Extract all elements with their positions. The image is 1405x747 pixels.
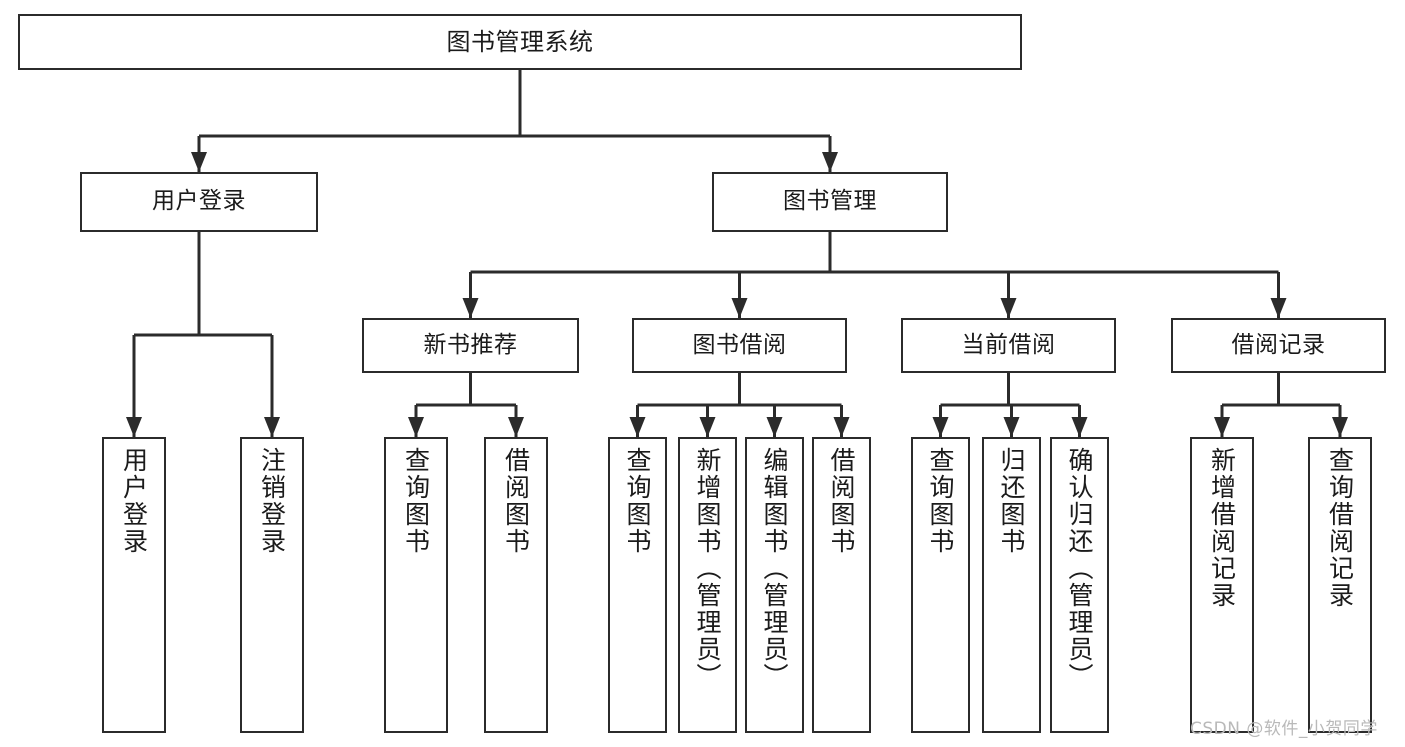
arrowhead-icon <box>508 417 524 437</box>
node-leaf-rec-borrow[interactable]: 借阅图书 <box>484 437 548 733</box>
arrowhead-icon <box>1003 417 1020 437</box>
arrowhead-icon <box>822 152 838 172</box>
node-label: 新增图书（管理员） <box>693 447 722 690</box>
node-borrow-record[interactable]: 借阅记录 <box>1171 318 1386 373</box>
node-leaf-brw-borrow[interactable]: 借阅图书 <box>812 437 871 733</box>
node-current-borrow[interactable]: 当前借阅 <box>901 318 1116 373</box>
arrowhead-icon <box>191 152 207 172</box>
node-book-manage[interactable]: 图书管理 <box>712 172 948 232</box>
node-label: 注销登录 <box>257 447 287 555</box>
node-label: 图书管理系统 <box>446 27 594 56</box>
arrowhead-icon <box>408 417 424 437</box>
node-leaf-rcd-query[interactable]: 查询借阅记录 <box>1308 437 1372 733</box>
arrowhead-icon <box>126 417 142 437</box>
node-label: 编辑图书（管理员） <box>760 447 789 690</box>
node-label: 新增借阅记录 <box>1207 447 1237 609</box>
node-leaf-rcd-add[interactable]: 新增借阅记录 <box>1190 437 1254 733</box>
arrowhead-icon <box>766 417 783 437</box>
node-label: 查询图书 <box>401 447 431 555</box>
node-leaf-brw-query[interactable]: 查询图书 <box>608 437 667 733</box>
arrowhead-icon <box>833 417 850 437</box>
node-label: 图书借阅 <box>692 331 787 358</box>
node-label: 查询借阅记录 <box>1325 447 1355 609</box>
node-leaf-cur-query[interactable]: 查询图书 <box>911 437 970 733</box>
node-label: 图书管理 <box>783 188 877 215</box>
node-label: 用户登录 <box>119 447 149 555</box>
arrowhead-icon <box>1270 298 1287 318</box>
node-new-book-rec[interactable]: 新书推荐 <box>362 318 579 373</box>
arrowhead-icon <box>629 417 646 437</box>
node-label: 借阅图书 <box>501 447 531 555</box>
node-leaf-brw-edit[interactable]: 编辑图书（管理员） <box>745 437 804 733</box>
node-leaf-user-logout[interactable]: 注销登录 <box>240 437 304 733</box>
arrowhead-icon <box>1214 417 1230 437</box>
node-label: 当前借阅 <box>961 331 1056 358</box>
csdn-watermark: CSDN @软件_小贺同学 <box>1190 719 1378 739</box>
node-label: 新书推荐 <box>423 331 518 358</box>
node-leaf-user-login[interactable]: 用户登录 <box>102 437 166 733</box>
arrowhead-icon <box>462 298 479 318</box>
arrowhead-icon <box>264 417 280 437</box>
node-root[interactable]: 图书管理系统 <box>18 14 1022 70</box>
node-label: 归还图书 <box>997 447 1026 555</box>
arrowhead-icon <box>1332 417 1348 437</box>
arrowhead-icon <box>932 417 949 437</box>
node-label: 借阅记录 <box>1231 331 1326 358</box>
node-leaf-rec-query[interactable]: 查询图书 <box>384 437 448 733</box>
node-book-borrow[interactable]: 图书借阅 <box>632 318 847 373</box>
node-leaf-cur-confirm[interactable]: 确认归还（管理员） <box>1050 437 1109 733</box>
node-label: 借阅图书 <box>827 447 856 555</box>
node-leaf-cur-return[interactable]: 归还图书 <box>982 437 1041 733</box>
arrowhead-icon <box>731 298 748 318</box>
node-label: 查询图书 <box>623 447 652 555</box>
node-label: 用户登录 <box>152 188 246 215</box>
node-label: 查询图书 <box>926 447 955 555</box>
arrowhead-icon <box>1000 298 1017 318</box>
node-leaf-brw-add[interactable]: 新增图书（管理员） <box>678 437 737 733</box>
node-user-login[interactable]: 用户登录 <box>80 172 318 232</box>
arrowhead-icon <box>699 417 716 437</box>
node-label: 确认归还（管理员） <box>1065 447 1094 690</box>
arrowhead-icon <box>1071 417 1088 437</box>
